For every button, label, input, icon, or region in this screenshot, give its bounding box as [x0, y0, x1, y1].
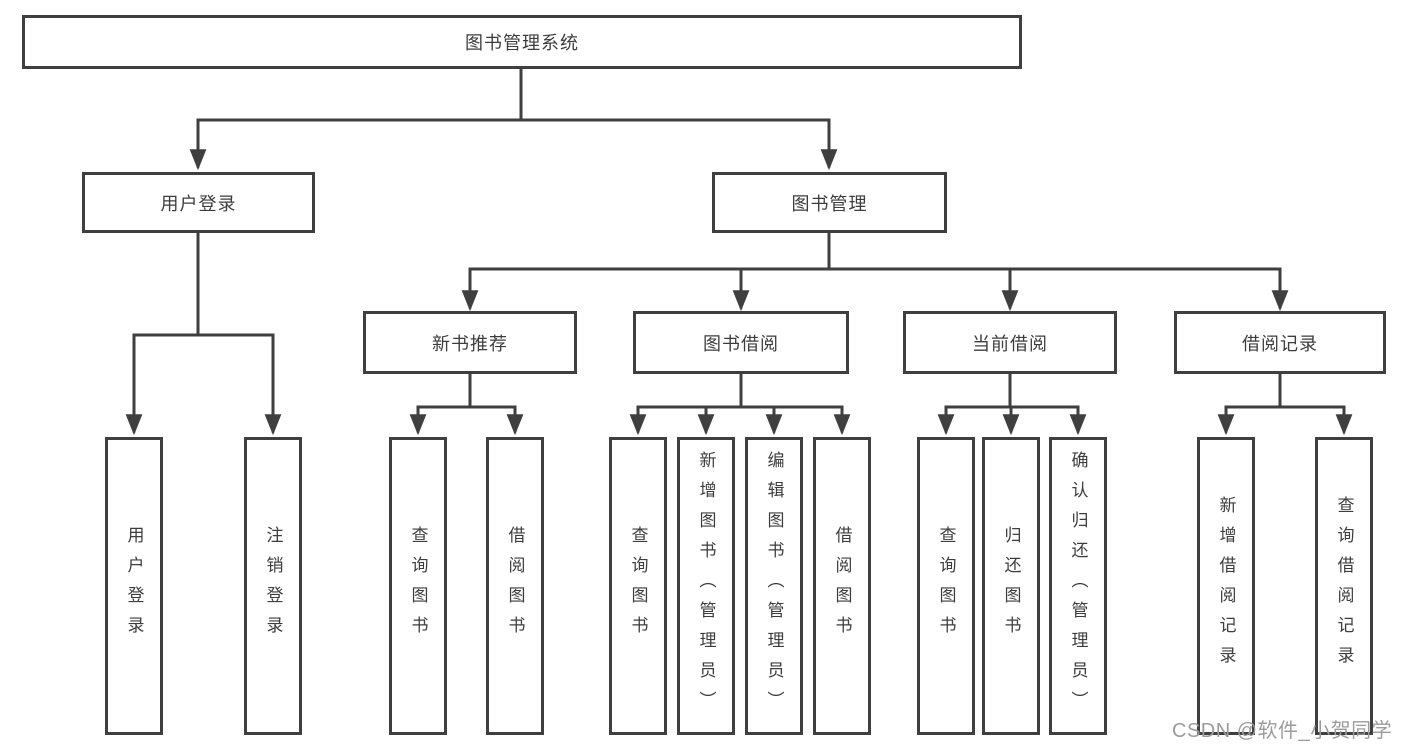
node-book-management: 图书管理 [712, 172, 947, 233]
node-label: 用户登录 [124, 526, 144, 646]
watermark: CSDN @软件_小贺同学 [1172, 720, 1393, 742]
node-borrowing-records: 借阅记录 [1174, 311, 1386, 374]
node-label: 查询借阅记录 [1334, 496, 1354, 676]
node-label: 新书推荐 [432, 333, 508, 354]
leaf-query-books-3: 查询图书 [917, 437, 975, 735]
node-label: 注销登录 [263, 526, 283, 646]
node-label: 查询图书 [408, 526, 428, 646]
leaf-add-borrow-record: 新增借阅记录 [1197, 437, 1255, 735]
leaf-query-books-1: 查询图书 [389, 437, 447, 735]
node-book-borrowing: 图书借阅 [633, 311, 849, 374]
node-label: 借阅图书 [832, 526, 852, 646]
node-label: 借阅记录 [1242, 333, 1318, 354]
node-label: 归还图书 [1001, 526, 1021, 646]
leaf-query-books-2: 查询图书 [609, 437, 667, 735]
node-current-borrowing: 当前借阅 [903, 311, 1117, 374]
leaf-confirm-return-admin: 确认归还（管理员） [1049, 437, 1107, 735]
leaf-add-book-admin: 新增图书（管理员） [677, 437, 735, 735]
leaf-borrow-books-2: 借阅图书 [813, 437, 871, 735]
node-label: 图书管理系统 [465, 33, 579, 53]
node-new-book-recommend: 新书推荐 [363, 311, 577, 374]
leaf-logout: 注销登录 [244, 437, 302, 735]
leaf-query-borrow-record: 查询借阅记录 [1315, 437, 1373, 735]
node-label: 新增借阅记录 [1216, 496, 1236, 676]
node-label: 当前借阅 [972, 333, 1048, 354]
node-label: 查询图书 [936, 526, 956, 646]
node-label: 查询图书 [628, 526, 648, 646]
node-label: 图书管理 [791, 193, 868, 214]
leaf-return-books: 归还图书 [982, 437, 1040, 735]
node-label: 新增图书（管理员） [696, 451, 716, 721]
node-label: 借阅图书 [505, 526, 525, 646]
node-label: 图书借阅 [703, 333, 779, 354]
node-label: 编辑图书（管理员） [764, 451, 784, 721]
node-label: 确认归还（管理员） [1068, 451, 1088, 721]
leaf-user-login: 用户登录 [105, 437, 163, 735]
node-library-system: 图书管理系统 [22, 15, 1022, 69]
leaf-edit-book-admin: 编辑图书（管理员） [745, 437, 803, 735]
node-label: 用户登录 [160, 193, 237, 214]
leaf-borrow-books-1: 借阅图书 [486, 437, 544, 735]
node-user-login: 用户登录 [82, 172, 315, 233]
